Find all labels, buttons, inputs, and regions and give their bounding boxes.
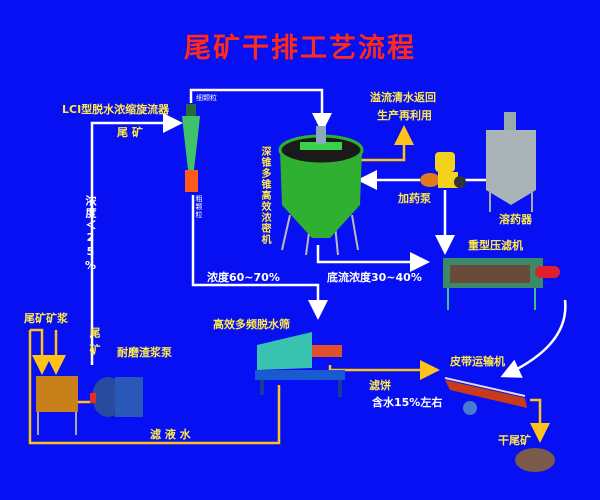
dewatering-screen-icon	[255, 332, 345, 397]
slurry-label: 尾矿矿浆	[24, 312, 68, 325]
thickener-icon	[278, 126, 364, 256]
concentration-60-70-label: 浓度60~70%	[207, 271, 280, 284]
fine-particles-label: 细颗粒	[196, 94, 217, 102]
screen-label: 高效多频脱水筛	[213, 318, 290, 331]
overflow-label-2: 生产再利用	[377, 109, 432, 122]
cyclone-icon	[182, 104, 200, 192]
tailings-side-label: 尾矿	[88, 327, 101, 361]
dosing-pump-icon	[420, 152, 466, 188]
page-title: 尾矿干排工艺流程	[184, 33, 416, 64]
coarse-particles-label: 粗颗粒	[195, 195, 203, 219]
dissolver-label: 溶药器	[499, 213, 532, 226]
slurry-pump-icon	[90, 377, 143, 417]
thickener-label: 深锥多锥高效浓密机	[259, 146, 270, 245]
filtrate-label: 滤 液 水	[150, 428, 191, 441]
dry-tailings-pile-icon	[515, 448, 555, 472]
dry-tailings-label: 干尾矿	[498, 434, 531, 447]
dosing-pump-label: 加药泵	[398, 192, 431, 205]
belt-conveyor-icon	[444, 377, 527, 415]
slurry-tank-icon	[36, 376, 78, 435]
moisture-label: 含水15%左右	[372, 396, 443, 409]
tailings-top-label: 尾 矿	[117, 126, 143, 139]
overflow-label-1: 溢流清水返回	[370, 91, 436, 104]
filter-cake-label: 滤饼	[369, 379, 391, 392]
white-flow-lines	[90, 88, 567, 378]
filter-press-icon	[443, 258, 560, 310]
filter-press-label: 重型压滤机	[468, 239, 523, 252]
concentration-lt25-label: 浓度＜25%	[84, 195, 97, 273]
dissolver-tank-icon	[486, 112, 536, 212]
cyclone-label: LCI型脱水浓缩旋流器	[62, 103, 170, 116]
underflow-label: 底流浓度30~40%	[327, 271, 422, 284]
conveyor-label: 皮带运输机	[450, 355, 505, 368]
slurry-pump-label: 耐磨渣浆泵	[117, 346, 172, 359]
